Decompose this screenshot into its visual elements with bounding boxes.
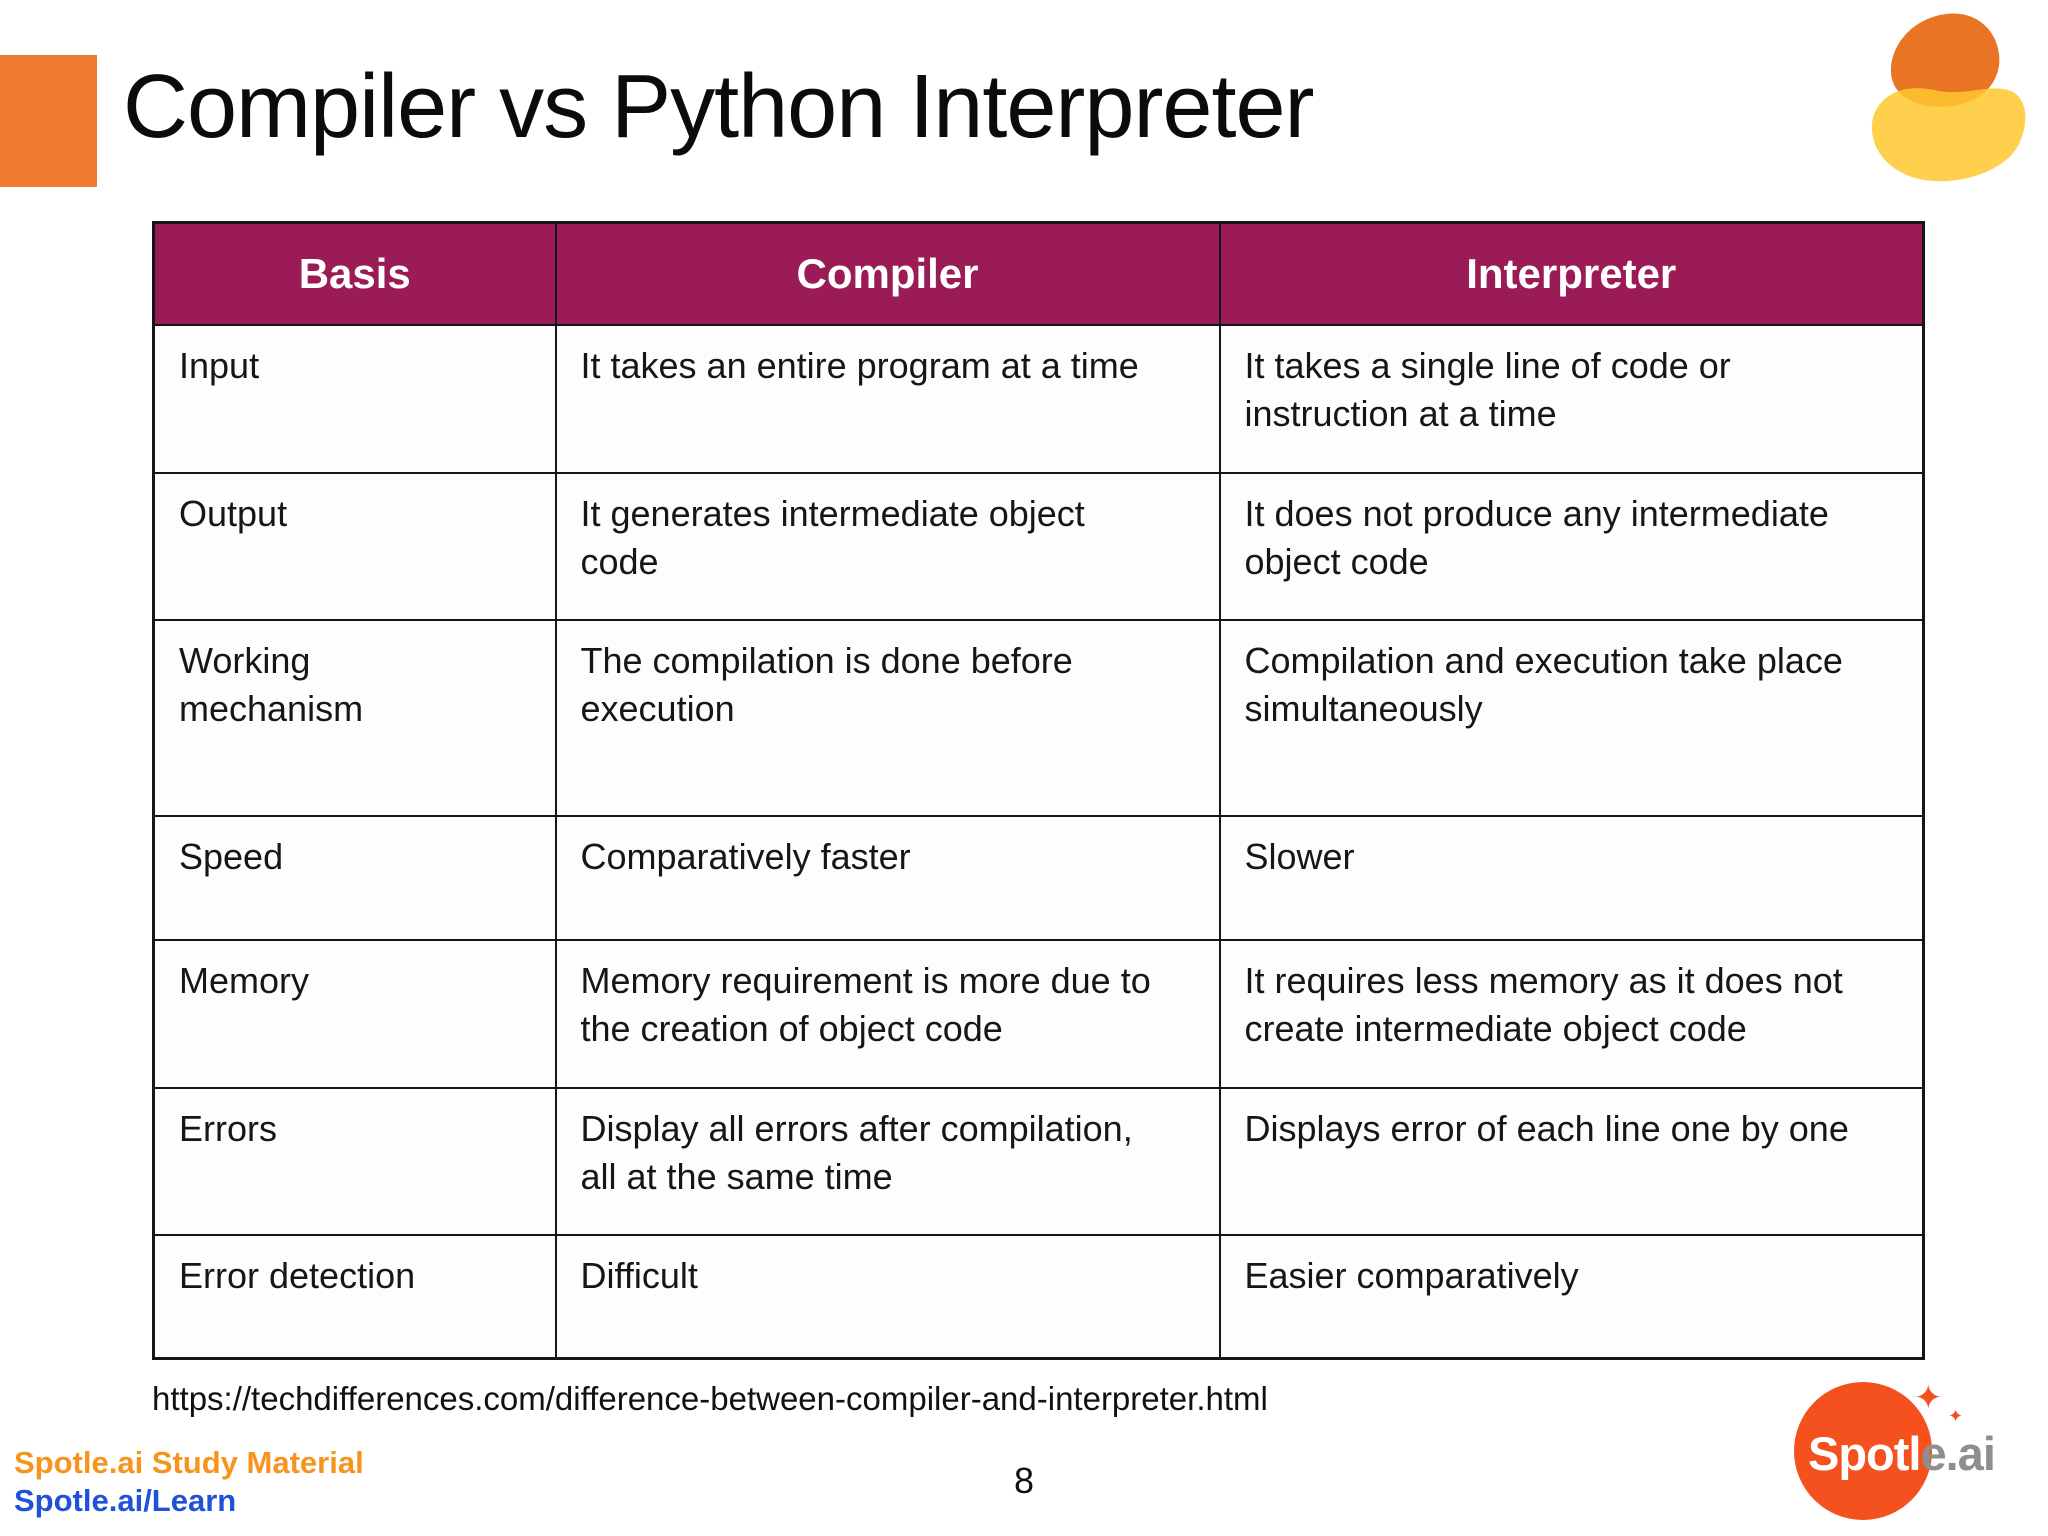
compiler-cell: Memory requirement is more due to the cr… xyxy=(554,938,1221,1089)
brand-blob-logo xyxy=(1858,6,2040,188)
compiler-cell: It takes an entire program at a time xyxy=(554,323,1221,474)
comparison-table: Basis Compiler Interpreter Input It take… xyxy=(152,221,1925,1360)
table-row: Input It takes an entire program at a ti… xyxy=(152,323,1925,474)
table-row: Working mechanism The compilation is don… xyxy=(152,618,1925,817)
compiler-cell: It generates intermediate object code xyxy=(554,471,1221,621)
header-basis: Basis xyxy=(152,221,557,326)
table-row: Speed Comparatively faster Slower xyxy=(152,814,1925,941)
accent-square xyxy=(0,55,97,187)
table-row: Errors Display all errors after compilat… xyxy=(152,1086,1925,1236)
basis-cell: Working mechanism xyxy=(152,618,557,817)
table-row: Output It generates intermediate object … xyxy=(152,471,1925,621)
interpreter-cell: Displays error of each line one by one xyxy=(1218,1086,1925,1236)
blob-yellow-icon xyxy=(1871,88,2026,182)
interpreter-cell: Easier comparatively xyxy=(1218,1233,1925,1360)
blob-shapes-icon xyxy=(1871,13,2026,182)
header-interpreter: Interpreter xyxy=(1218,221,1925,326)
basis-cell: Error detection xyxy=(152,1233,557,1360)
interpreter-cell: It does not produce any intermediate obj… xyxy=(1218,471,1925,621)
blob-orange-icon xyxy=(1890,13,2000,107)
basis-cell: Input xyxy=(152,323,557,474)
source-url: https://techdifferences.com/difference-b… xyxy=(152,1380,1268,1417)
logo-text-secondary: e.ai xyxy=(1920,1427,1995,1480)
page-number: 8 xyxy=(1013,1460,1035,1501)
slide-title: Compiler vs Python Interpreter xyxy=(123,57,1314,157)
logo-circle-icon xyxy=(1794,1382,1932,1520)
interpreter-cell: It takes a single line of code or instru… xyxy=(1218,323,1925,474)
compiler-cell: Display all errors after compilation, al… xyxy=(554,1086,1221,1236)
sparkle-icon: ✦ xyxy=(1914,1379,1943,1417)
table-row: Error detection Difficult Easier compara… xyxy=(152,1233,1925,1360)
learn-link-label: Spotle.ai/Learn xyxy=(14,1483,237,1518)
basis-cell: Memory xyxy=(152,938,557,1089)
compiler-cell: Comparatively faster xyxy=(554,814,1221,941)
basis-cell: Output xyxy=(152,471,557,621)
table-header-row: Basis Compiler Interpreter xyxy=(152,221,1925,326)
basis-cell: Speed xyxy=(152,814,557,941)
interpreter-cell: It requires less memory as it does not c… xyxy=(1218,938,1925,1089)
footer-branding: Spotle.ai Study Material Spotle.ai/Learn xyxy=(14,1444,364,1520)
header-compiler: Compiler xyxy=(554,221,1221,326)
interpreter-cell: Compilation and execution take place sim… xyxy=(1218,618,1925,817)
compiler-cell: Difficult xyxy=(554,1233,1221,1360)
compiler-cell: The compilation is done before execution xyxy=(554,618,1221,817)
sparkle-icon: ✦ xyxy=(1948,1406,1964,1426)
logo-text-primary: Spotl xyxy=(1808,1427,1921,1480)
interpreter-cell: Slower xyxy=(1218,814,1925,941)
spotle-logo: Spotle.ai ✦ ✦ xyxy=(1786,1376,2048,1536)
study-material-label: Spotle.ai Study Material xyxy=(14,1445,364,1480)
logo-wordmark: Spotle.ai xyxy=(1808,1426,1996,1481)
table-row: Memory Memory requirement is more due to… xyxy=(152,938,1925,1089)
basis-cell: Errors xyxy=(152,1086,557,1236)
